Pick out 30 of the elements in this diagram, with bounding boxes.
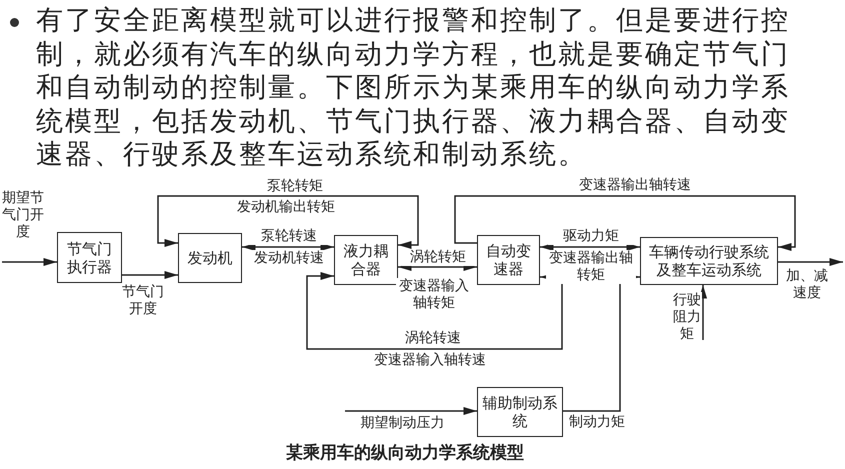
arrow [540,242,640,252]
signal-label: 变速器输出轴转矩 [546,250,636,284]
edge-label: 行驶阻力矩 [672,292,702,343]
box-label: 液力耦合器 [342,242,390,278]
arrow [306,272,563,350]
box-label: 辅助制动系统 [482,394,558,430]
process-box [178,233,242,283]
figure-caption: 某乘用车的纵向动力学系统模型 [285,442,525,464]
arrow [122,270,178,280]
edge-label: 加、减速度 [784,268,830,302]
arrow [242,242,334,252]
arrow [2,258,57,266]
arrow [778,258,843,266]
process-box [477,387,563,437]
box-label: 发动机 [188,249,232,267]
process-box [334,235,398,285]
box-label: 自动变速器 [485,242,532,278]
process-box [477,235,540,285]
box-label: 节气门执行器 [66,240,113,276]
edge-label: 驱动力矩 [548,228,634,245]
arrow [345,406,477,416]
arrow [698,285,708,340]
paragraph: 有了安全距离模型就可以进行报警和控制了。但是要进行控制，就必须有汽车的纵向动力学方程，也就是要确定节气门和自动制动的控制量。下图所示为某乘用车的纵向动力学系统模型，包括发动机、节气门执行器、液力耦合器、自动变速器、行驶系及整车运动系统和制动系统。 [36,4,791,172]
process-box [640,237,778,285]
process-box [57,232,122,283]
edge-label: 涡轮转矩 [402,249,474,266]
arrow [454,195,796,252]
arrow [157,195,419,250]
edge-label: 期望节气门开度 [0,190,46,241]
box-label: 车辆传动行驶系统及整车运动系统 [648,243,770,279]
